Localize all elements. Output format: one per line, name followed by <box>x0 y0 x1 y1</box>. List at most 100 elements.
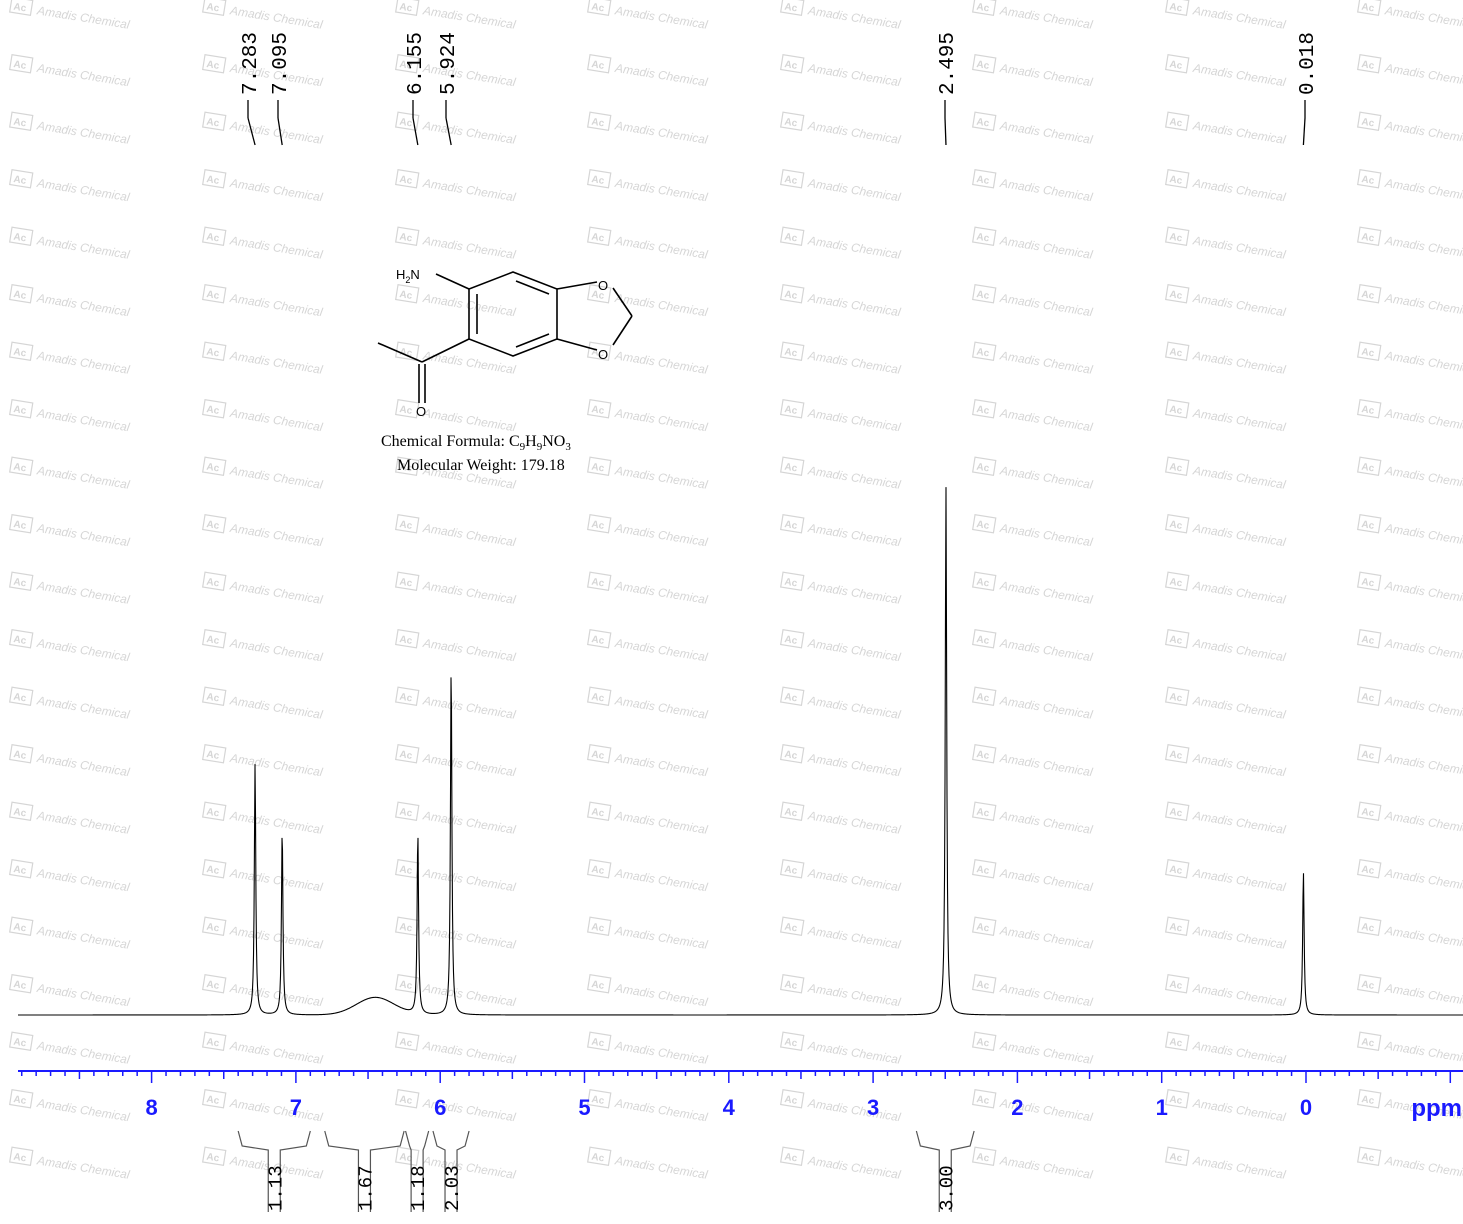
watermark-logo-box <box>1165 283 1190 304</box>
watermark-logo-box <box>587 858 612 879</box>
watermark-logo: Ac <box>13 289 28 302</box>
watermark-logo: Ac <box>1169 692 1184 705</box>
watermark-text: Amadis Chemical <box>806 751 902 780</box>
watermark-text: Amadis Chemical <box>806 866 902 895</box>
watermark-text: Amadis Chemical <box>806 1038 902 1067</box>
watermark-logo: Ac <box>206 347 221 360</box>
watermark-text: Amadis Chemical <box>35 233 131 262</box>
watermark-logo: Ac <box>976 922 991 935</box>
watermark-text: Amadis Chemical <box>998 751 1094 780</box>
integral-bracket-right <box>422 1130 430 1212</box>
watermark-text: Amadis Chemical <box>998 291 1094 320</box>
watermark-logo-box <box>587 1088 612 1109</box>
watermark-text: Amadis Chemical <box>228 406 324 435</box>
watermark-logo: Ac <box>399 1094 414 1107</box>
watermark-logo: Ac <box>399 462 414 475</box>
watermark-text: Amadis Chemical <box>998 348 1094 377</box>
watermark-text: Amadis Chemical <box>1383 61 1463 90</box>
watermark-text: Amadis Chemical <box>421 923 517 952</box>
watermark-logo: Ac <box>976 2 991 15</box>
watermark-logo-box <box>1357 1146 1382 1166</box>
watermark-logo: Ac <box>591 864 606 877</box>
watermark-text: Amadis Chemical <box>1191 291 1287 320</box>
bond-c-o-top <box>556 281 598 290</box>
watermark-text: Amadis Chemical <box>421 1038 517 1067</box>
watermark-logo: Ac <box>1361 1094 1376 1107</box>
watermark-logo-box <box>395 513 420 534</box>
watermark-logo: Ac <box>13 59 28 72</box>
watermark-logo-box <box>972 571 997 591</box>
watermark-text: Amadis Chemical <box>1191 118 1287 147</box>
integral-bracket-left <box>915 1130 940 1212</box>
carbonyl-oxygen-label: O <box>416 404 426 419</box>
watermark-logo: Ac <box>976 979 991 992</box>
watermark-text: Amadis Chemical <box>1383 118 1463 147</box>
x-tick-label: 8 <box>145 1095 157 1120</box>
watermark-logo-box <box>202 111 227 131</box>
watermark-logo-box <box>202 283 227 304</box>
watermark-text: Amadis Chemical <box>228 233 324 262</box>
watermark-logo-box <box>1165 341 1190 361</box>
watermark-text: Amadis Chemical <box>613 348 709 377</box>
peak-label: 7.283 <box>240 32 263 95</box>
watermark-logo-box <box>202 1088 227 1109</box>
watermark-logo-box <box>972 398 997 419</box>
watermark-logo-box <box>202 628 227 649</box>
watermark-logo-box <box>1357 1031 1382 1051</box>
watermark-logo: Ac <box>976 1094 991 1107</box>
watermark-logo: Ac <box>1361 174 1376 187</box>
x-tick-label: 5 <box>578 1095 590 1120</box>
watermark-logo-box <box>780 53 805 74</box>
watermark-logo-box <box>202 168 227 189</box>
watermark-logo-box <box>780 858 805 879</box>
watermark-logo: Ac <box>1169 979 1184 992</box>
x-tick-label: 3 <box>867 1095 879 1120</box>
watermark-logo: Ac <box>784 577 799 590</box>
watermark-logo-box <box>202 858 227 879</box>
watermark-text: Amadis Chemical <box>1191 981 1287 1010</box>
integral-label: 3.00 <box>936 1165 958 1211</box>
watermark-logo: Ac <box>13 1152 28 1165</box>
watermark-logo: Ac <box>1361 462 1376 475</box>
watermark-text: Amadis Chemical <box>421 521 517 550</box>
watermark-logo-box <box>972 916 997 936</box>
watermark-logo: Ac <box>1361 807 1376 820</box>
watermark-text: Amadis Chemical <box>613 808 709 837</box>
watermark-logo-box <box>202 916 227 936</box>
watermark-logo: Ac <box>13 577 28 590</box>
watermark-text: Amadis Chemical <box>806 61 902 90</box>
watermark-logo: Ac <box>206 519 221 532</box>
watermark-logo: Ac <box>206 174 221 187</box>
watermark-text: Amadis Chemical <box>806 463 902 492</box>
watermark-logo: Ac <box>399 577 414 590</box>
bond-o-ch2-bottom <box>612 315 633 346</box>
watermark-text: Amadis Chemical <box>1191 1096 1287 1125</box>
watermark-logo: Ac <box>206 979 221 992</box>
x-tick-label: 1 <box>1156 1095 1168 1120</box>
watermark-logo: Ac <box>1361 1037 1376 1050</box>
watermark-text: Amadis Chemical <box>421 693 517 722</box>
